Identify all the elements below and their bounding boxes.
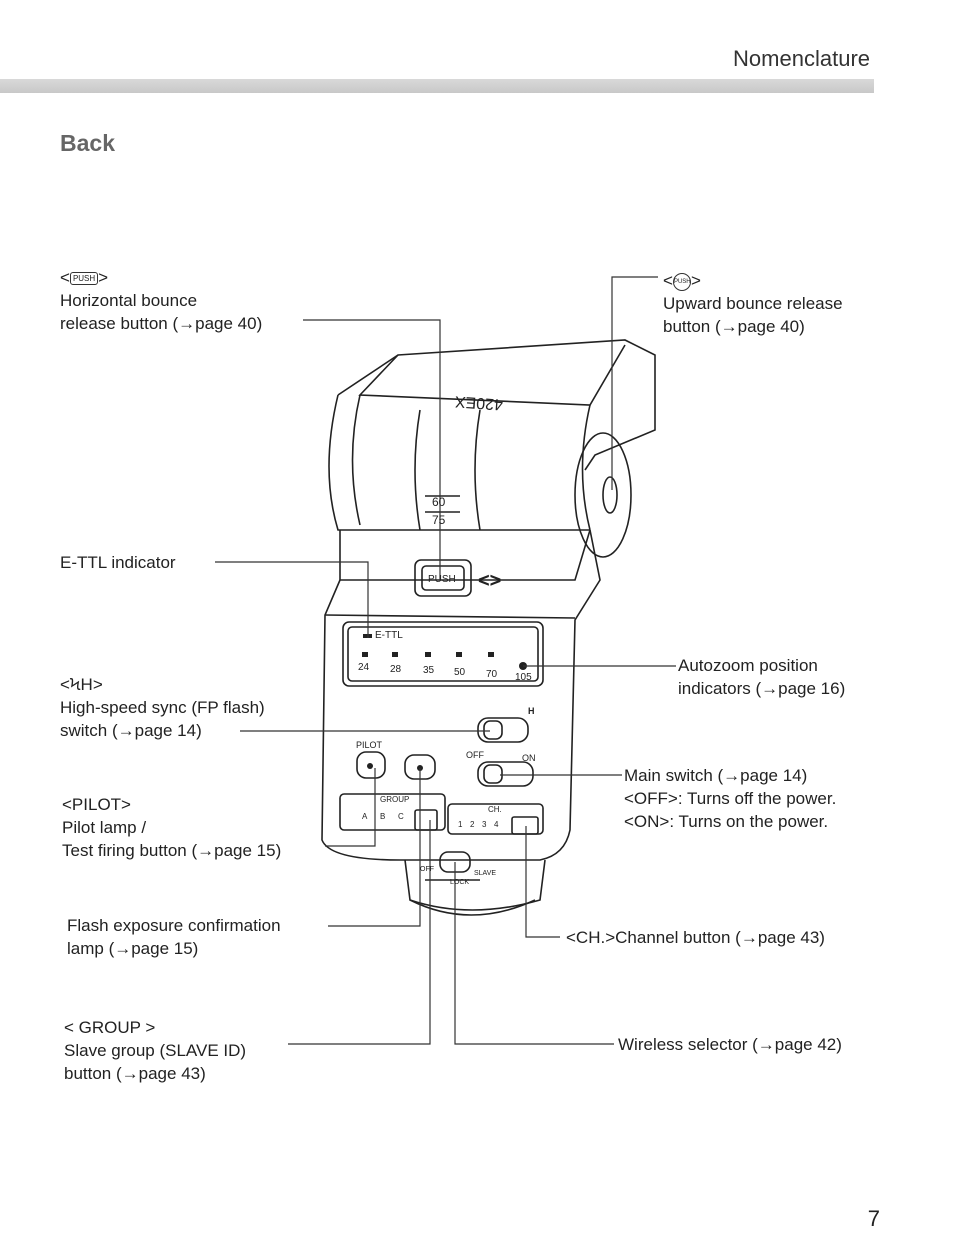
push-box-icon: PUSH [69,272,99,286]
group-letter: A [362,812,368,821]
on-text: ON [522,753,536,763]
off-text: OFF [466,750,484,760]
header-title: Nomenclature [733,46,870,71]
zoom-scale-top: 60 [432,495,446,509]
zoom-value: 24 [358,662,370,673]
group-letter: C [398,812,404,821]
selector-off-text: OFF [420,866,434,873]
pilot-label: <PILOT> Pilot lamp / Test firing button … [62,795,282,860]
ch-number: 4 [494,820,499,829]
channel-label: <CH.>Channel button (→page 43) [566,928,825,947]
push-button[interactable]: PUSH [428,574,456,585]
selector-slave-text: SLAVE [474,870,497,877]
hss-icon-label: H [528,706,535,716]
group-label: < GROUP > Slave group (SLAVE ID) button … [64,1018,247,1083]
rotation-arrows-icon: <> [478,570,502,592]
push-circle-icon: PUSH [672,272,691,291]
zoom-scale-bottom: 75 [432,513,446,527]
header-bar [0,79,874,93]
main-switch-label: Main switch (→page 14) <OFF>: Turns off … [624,766,837,831]
lock-text: LOCK [450,879,470,886]
ettl-indicator-label: E-TTL indicator [60,553,176,572]
zoom-value: 28 [390,664,402,675]
zoom-value: 35 [423,665,435,676]
page-number: 7 [867,1206,880,1231]
ettl-text: E-TTL [375,630,403,641]
upward-bounce-label: <PUSH> Upward bounce release button (→pa… [663,271,843,336]
hss-switch-label: <ϞH> High-speed sync (FP flash) switch (… [60,675,265,740]
section-title: Back [60,130,115,156]
horizontal-bounce-label: <PUSH> Horizontal bounce release button … [60,268,263,333]
pilot-text: PILOT [356,740,383,750]
group-text: GROUP [380,795,410,804]
ch-number: 3 [482,820,487,829]
zoom-value: 70 [486,669,498,680]
wireless-selector-label: Wireless selector (→page 42) [618,1035,842,1054]
model-name: 420EX [454,392,504,413]
group-letter: B [380,812,386,821]
ch-number: 1 [458,820,463,829]
ch-text: CH. [488,805,502,814]
zoom-value: 105 [515,672,532,683]
zoom-value: 50 [454,667,466,678]
autozoom-label: Autozoom position indicators (→page 16) [678,656,846,698]
flash-confirm-label: Flash exposure confirmation lamp (→page … [67,916,281,958]
ch-number: 2 [470,820,475,829]
